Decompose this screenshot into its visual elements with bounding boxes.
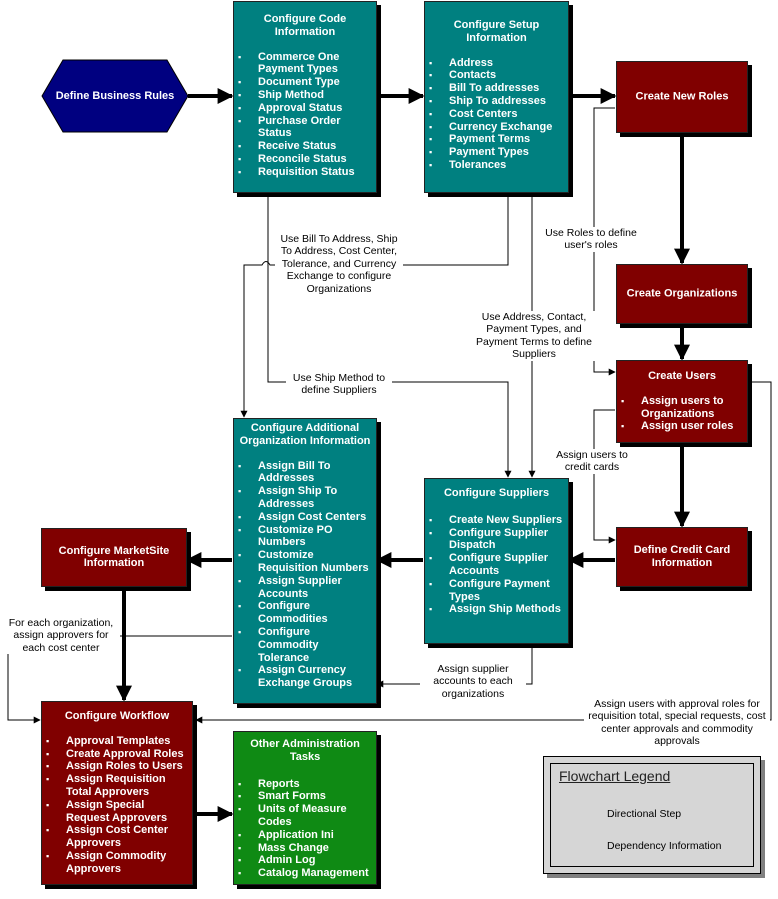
list-item: Payment Types	[429, 146, 564, 159]
list-item: Mass Change	[238, 842, 372, 855]
list-item: Requisition Status	[238, 166, 372, 179]
list-item: Assign Special Request Approvers	[46, 799, 188, 825]
dependency-users-to-workflow	[195, 381, 772, 724]
list-item: Configure Payment Types	[429, 578, 564, 604]
list-item: Customize Requisition Numbers	[238, 549, 372, 575]
list-item: Payment Terms	[429, 133, 564, 146]
list-item: Purchase Order Status	[238, 115, 372, 141]
note-approval-users: Assign users with approval roles for req…	[584, 698, 770, 748]
legend-directional-label: Directional Step	[607, 808, 682, 820]
list-item: Reports	[238, 778, 372, 791]
configure-marketsite-box[interactable]: Configure MarketSite Information	[41, 528, 187, 587]
create-users-box[interactable]: Create Users Assign users to Organizatio…	[616, 360, 748, 443]
configure-workflow-title: Configure Workflow	[64, 710, 170, 722]
configure-code-list: Commerce One Payment Types Document Type…	[234, 51, 376, 179]
note-approvers: For each organization, assign approvers …	[2, 617, 120, 655]
configure-marketsite-title: Configure MarketSite Information	[58, 544, 170, 570]
list-item: Currency Exchange	[429, 121, 564, 134]
configure-setup-list: Address Contacts Bill To addresses Ship …	[425, 57, 568, 172]
configure-code-information-box[interactable]: Configure Code Information Commerce One …	[233, 1, 377, 193]
define-credit-card-title: Define Credit Card Information	[633, 544, 731, 569]
list-item: Configure Supplier Dispatch	[429, 527, 564, 553]
configure-additional-org-box[interactable]: Configure Additional Organization Inform…	[233, 418, 377, 704]
list-item: Assign Cost Center Approvers	[46, 824, 188, 850]
list-item: Ship To addresses	[429, 95, 564, 108]
configure-additional-org-title: Configure Additional Organization Inform…	[239, 422, 371, 447]
dependency-setup-to-additional	[240, 193, 509, 418]
list-item: Approval Templates	[46, 735, 188, 748]
create-new-roles-box[interactable]: Create New Roles	[616, 61, 748, 133]
list-item: Assign Ship To Addresses	[238, 485, 372, 511]
configure-suppliers-title: Configure Suppliers	[443, 487, 550, 499]
list-item: Admin Log	[238, 854, 372, 867]
list-item: Configure Commodity Tolerance	[238, 626, 372, 664]
list-item: Assign Ship Methods	[429, 603, 564, 616]
list-item: Configure Supplier Accounts	[429, 552, 564, 578]
configure-additional-org-list: Assign Bill To Addresses Assign Ship To …	[234, 460, 376, 690]
list-item: Application Ini	[238, 829, 372, 842]
note-credit-cards: Assign users to credit cards	[552, 449, 632, 474]
list-item: Bill To addresses	[429, 82, 564, 95]
list-item: Assign Currency Exchange Groups	[238, 664, 372, 690]
list-item: Configure Commodities	[238, 600, 372, 626]
list-item: Assign Bill To Addresses	[238, 460, 372, 486]
list-item: Create Approval Roles	[46, 748, 188, 761]
create-users-title: Create Users	[648, 370, 716, 382]
list-item: Units of Measure Codes	[238, 803, 372, 829]
list-item: Reconcile Status	[238, 153, 372, 166]
note-bill-to: Use Bill To Address, Ship To Address, Co…	[275, 233, 403, 296]
other-admin-title: Other Administration Tasks	[250, 738, 360, 763]
configure-suppliers-box[interactable]: Configure Suppliers Create New Suppliers…	[424, 478, 569, 644]
list-item: Create New Suppliers	[429, 514, 564, 527]
list-item: Ship Method	[238, 89, 372, 102]
flowchart-legend: Flowchart Legend Directional Step Depend…	[543, 756, 761, 874]
list-item: Receive Status	[238, 140, 372, 153]
legend-title: Flowchart Legend	[559, 768, 671, 784]
list-item: Assign Supplier Accounts	[238, 575, 372, 601]
list-item: Assign Cost Centers	[238, 511, 372, 524]
list-item: Document Type	[238, 76, 372, 89]
list-item: Smart Forms	[238, 790, 372, 803]
list-item: Assign Commodity Approvers	[46, 850, 188, 876]
note-supplier-accounts: Assign supplier accounts to each organiz…	[420, 663, 526, 701]
configure-workflow-box[interactable]: Configure Workflow Approval Templates Cr…	[41, 701, 193, 885]
list-item: Customize PO Numbers	[238, 524, 372, 550]
list-item: Assign users to Organizations	[621, 395, 743, 421]
list-item: Assign Requisition Total Approvers	[46, 773, 188, 799]
list-item: Cost Centers	[429, 108, 564, 121]
configure-suppliers-list: Create New Suppliers Configure Supplier …	[425, 514, 568, 616]
configure-setup-information-box[interactable]: Configure Setup Information Address Cont…	[424, 1, 569, 193]
note-address-contact: Use Address, Contact, Payment Types, and…	[472, 311, 596, 361]
define-business-rules-label: Define Business Rules	[55, 89, 175, 102]
legend-frame: Flowchart Legend Directional Step Depend…	[550, 763, 754, 867]
note-roles: Use Roles to define user's roles	[538, 227, 644, 252]
list-item: Assign user roles	[621, 420, 743, 433]
list-item: Address	[429, 57, 564, 70]
list-item: Catalog Management	[238, 867, 372, 880]
configure-workflow-list: Approval Templates Create Approval Roles…	[42, 735, 192, 876]
list-item: Assign Roles to Users	[46, 760, 188, 773]
configure-setup-title: Configure Setup Information	[453, 19, 540, 44]
create-organizations-title: Create Organizations	[626, 287, 738, 300]
list-item: Commerce One Payment Types	[238, 51, 372, 77]
create-new-roles-title: Create New Roles	[635, 90, 729, 103]
list-item: Tolerances	[429, 159, 564, 172]
list-item: Approval Status	[238, 102, 372, 115]
list-item: Contacts	[429, 69, 564, 82]
note-ship-method: Use Ship Method to define Suppliers	[286, 372, 392, 397]
dependency-users-to-credit	[593, 409, 616, 544]
other-admin-list: Reports Smart Forms Units of Measure Cod…	[234, 778, 376, 880]
legend-dependency-label: Dependency Information	[607, 840, 722, 852]
configure-code-title: Configure Code Information	[263, 13, 347, 38]
create-organizations-box[interactable]: Create Organizations	[616, 264, 748, 324]
dependency-additional-to-workflow	[7, 635, 232, 724]
create-users-list: Assign users to Organizations Assign use…	[617, 395, 747, 433]
other-administration-tasks-box[interactable]: Other Administration Tasks Reports Smart…	[233, 731, 377, 885]
define-credit-card-box[interactable]: Define Credit Card Information	[616, 527, 748, 587]
